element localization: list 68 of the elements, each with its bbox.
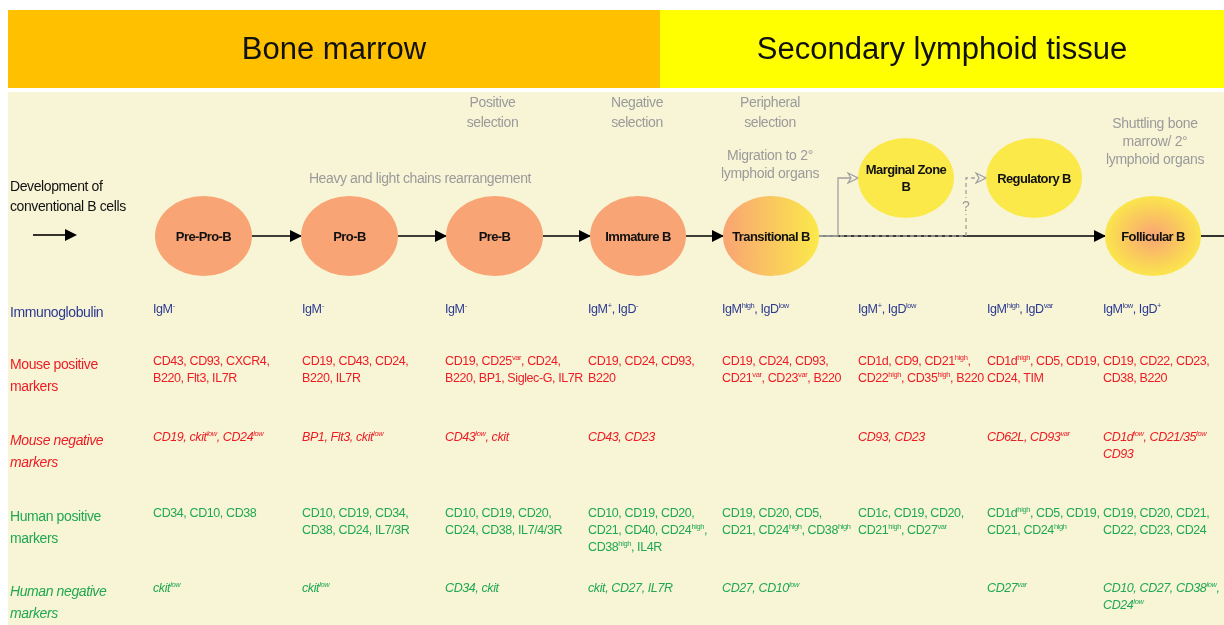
marker-text: BP1, Flt3, ckit$^{low}$ (302, 429, 385, 446)
row-header: Human negative markers (10, 582, 108, 623)
marker-text: CD19, CD24, CD93, CD21$^{var}$, CD23$^{var}$, B220 (722, 353, 843, 387)
stage-label: Immature B (605, 227, 671, 245)
stage-label: Pre-Pro-B (175, 227, 232, 245)
stage-note: Positive selection (465, 93, 520, 132)
region-title: Secondary lymphoid tissue (756, 31, 1128, 67)
row-header: Immunoglobulin (10, 303, 105, 322)
marker-text: CD19, CD24, CD93, B220 (588, 353, 696, 387)
marker-text: CD19, ckit$^{low}$, CD24$^{low}$ (153, 429, 265, 446)
arrow (542, 230, 591, 242)
marker-text: CD10, CD19, CD34, CD38, CD24, IL7/3R (302, 505, 411, 539)
marker-text: IgM$^{high}$, IgD$^{low}$ (722, 301, 790, 318)
marker-text: CD10, CD19, CD20, CD24, CD38, IL7/4/3R (445, 505, 564, 539)
arrow (685, 230, 724, 242)
marker-text: CD34, ckit (445, 580, 501, 597)
stage-label: Pre-B (478, 227, 511, 245)
arrow (397, 230, 447, 242)
marker-text: ckit$^{low}$ (153, 580, 182, 597)
stage-label: Marginal Zone B (864, 161, 948, 195)
marker-text: CD19, CD22, CD23, CD38, B220 (1103, 353, 1211, 387)
marker-text: CD34, CD10, CD38 (153, 505, 258, 522)
marker-text: CD10, CD27, CD38$^{low}$, CD24$^{low}$ (1103, 580, 1221, 614)
marker-text: IgM$^{-}$ (302, 301, 325, 318)
marker-text: CD43, CD93, CXCR4, B220, Flt3, IL7R (153, 353, 271, 387)
region-band (660, 10, 1224, 88)
marker-text: IgM$^{+}$, IgD$^{low}$ (858, 301, 918, 318)
marker-text: CD10, CD19, CD20, CD21, CD40, CD24$^{high}$, CD38$^{high}$, IL4R (588, 505, 709, 556)
intro-text: Development of conventional B cells (10, 177, 127, 216)
stage-label: Regulatory B (997, 169, 1071, 187)
marker-text: CD27, CD10$^{low}$ (722, 580, 801, 597)
stage-label: Transitional B (732, 227, 810, 245)
marker-text: ckit, CD27, IL7R (588, 580, 674, 597)
marker-text: IgM$^{-}$ (445, 301, 468, 318)
marker-text: IgM$^{+}$, IgD$^{-}$ (588, 301, 640, 318)
stage-note: Peripheral selection (739, 93, 801, 132)
row-header: Mouse negative markers (10, 431, 105, 472)
row-header: Human positive markers (10, 507, 102, 548)
marker-text: IgM$^{-}$ (153, 301, 176, 318)
marker-text: IgM$^{high}$, IgD$^{var}$ (987, 301, 1054, 318)
marker-text: CD1d$^{low}$, CD21/35$^{low}$ CD93 (1103, 429, 1208, 463)
stage-label: Follicular B (1121, 227, 1185, 245)
region-title: Bone marrow (241, 31, 427, 67)
stage-note: Shuttling bone marrow/ 2° lymphoid organs (1104, 114, 1206, 168)
marker-text: CD19, CD25$^{var}$, CD24, B220, BP1, Siglec-G, IL7R (445, 353, 584, 387)
marker-text: CD19, CD43, CD24, B220, IL7R (302, 353, 410, 387)
marker-text: ckit$^{low}$ (302, 580, 331, 597)
marker-text: CD1c, CD19, CD20, CD21$^{high}$, CD27$^{var}$ (858, 505, 965, 539)
marker-text: CD1d, CD9, CD21$^{high}$, CD22$^{high}$, CD35$^{high}$, B220 (858, 353, 984, 387)
stage-note: Migration to 2° lymphoid organs (719, 146, 821, 182)
marker-text: CD1d$^{high}$, CD5, CD19, CD24, TIM (987, 353, 1101, 387)
region-band (8, 10, 660, 88)
stage-note: Negative selection (609, 93, 665, 132)
marker-text: CD27$^{var}$ (987, 580, 1028, 597)
marker-text: CD19, CD20, CD5, CD21, CD24$^{high}$, CD38$^{high}$ (722, 505, 852, 539)
marker-text: CD93, CD23 (858, 429, 926, 446)
marker-text: IgM$^{low}$, IgD$^{+}$ (1103, 301, 1163, 318)
marker-text: CD43, CD23 (588, 429, 656, 446)
row-header: Mouse positive markers (10, 355, 99, 396)
stage-label: Pro-B (333, 227, 366, 245)
marker-text: CD19, CD20, CD21, CD22, CD23, CD24 (1103, 505, 1211, 539)
arrow (818, 172, 987, 237)
marker-text: CD1d$^{high}$, CD5, CD19, CD21, CD24$^{high}$ (987, 505, 1101, 539)
stage-note: Heavy and light chains rearrangement (307, 169, 533, 188)
marker-text: CD43$^{low}$, ckit (445, 429, 511, 446)
edge-label: ? (962, 198, 970, 214)
marker-text: CD62L, CD93$^{var}$ (987, 429, 1071, 446)
arrow (251, 230, 302, 242)
